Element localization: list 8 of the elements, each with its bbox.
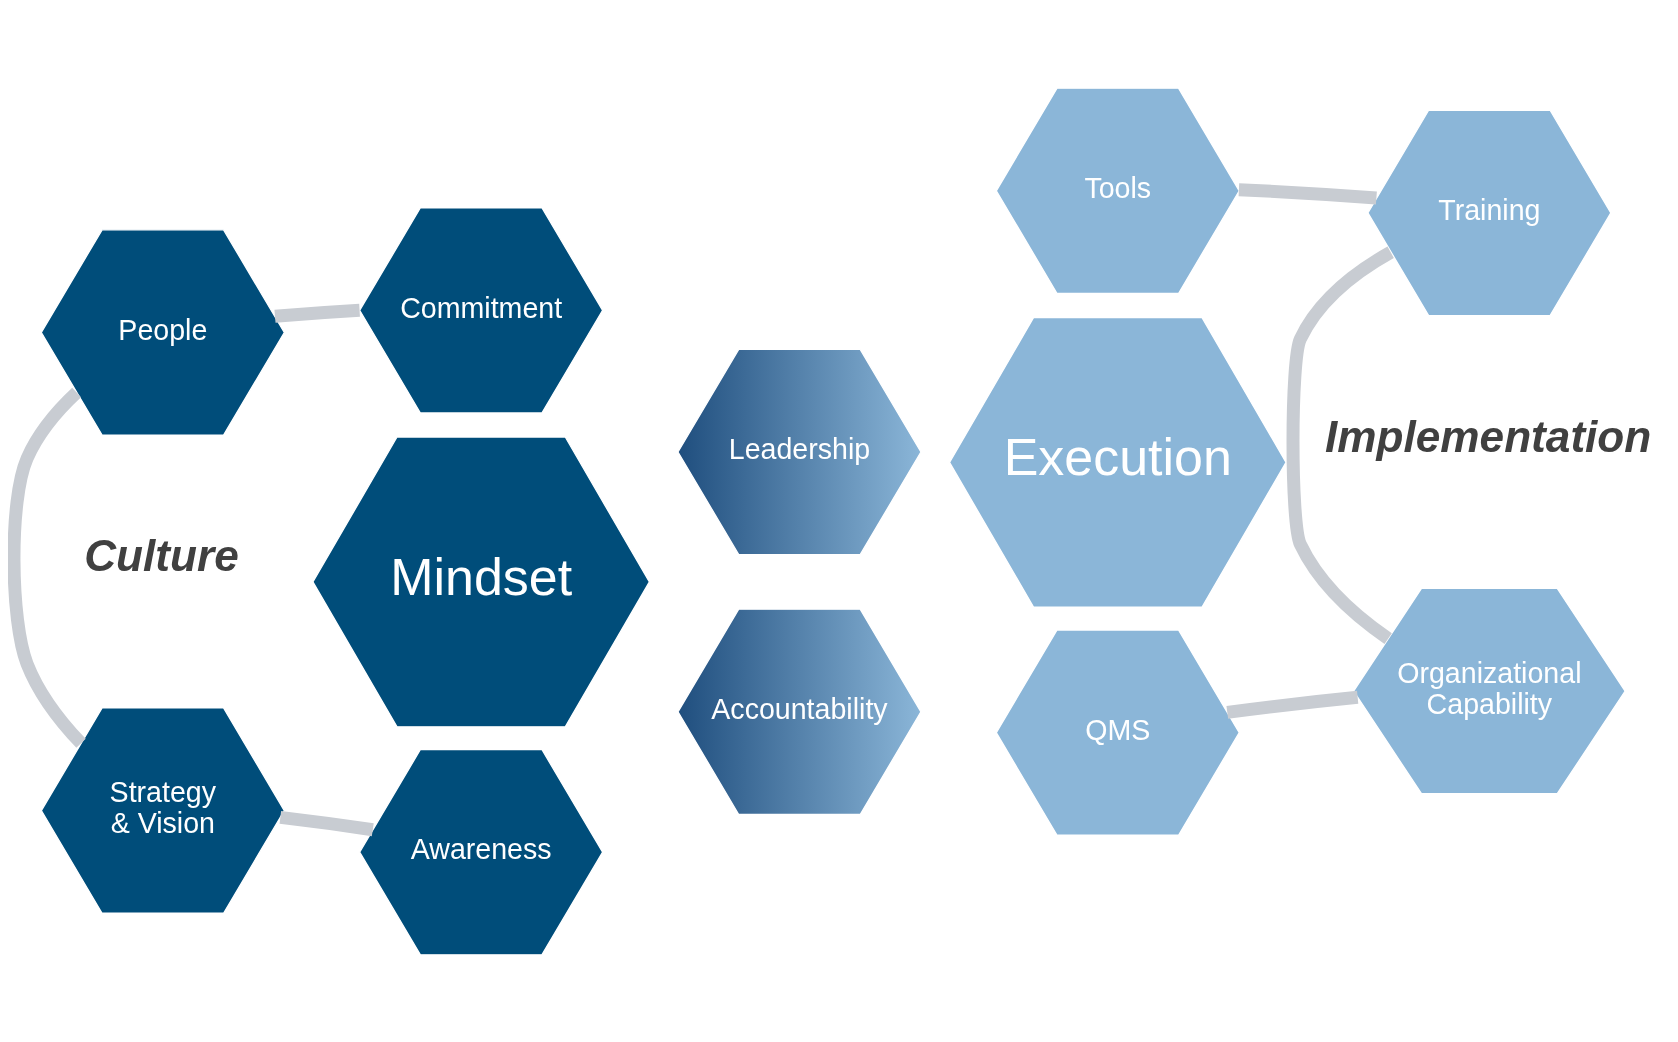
connector — [274, 303, 360, 323]
label: Culture — [84, 530, 239, 580]
label: Implementation — [1325, 411, 1652, 461]
connector — [1226, 690, 1359, 719]
connector — [1286, 246, 1394, 644]
connector — [279, 810, 374, 836]
connector — [8, 387, 86, 748]
connector — [1238, 182, 1377, 205]
